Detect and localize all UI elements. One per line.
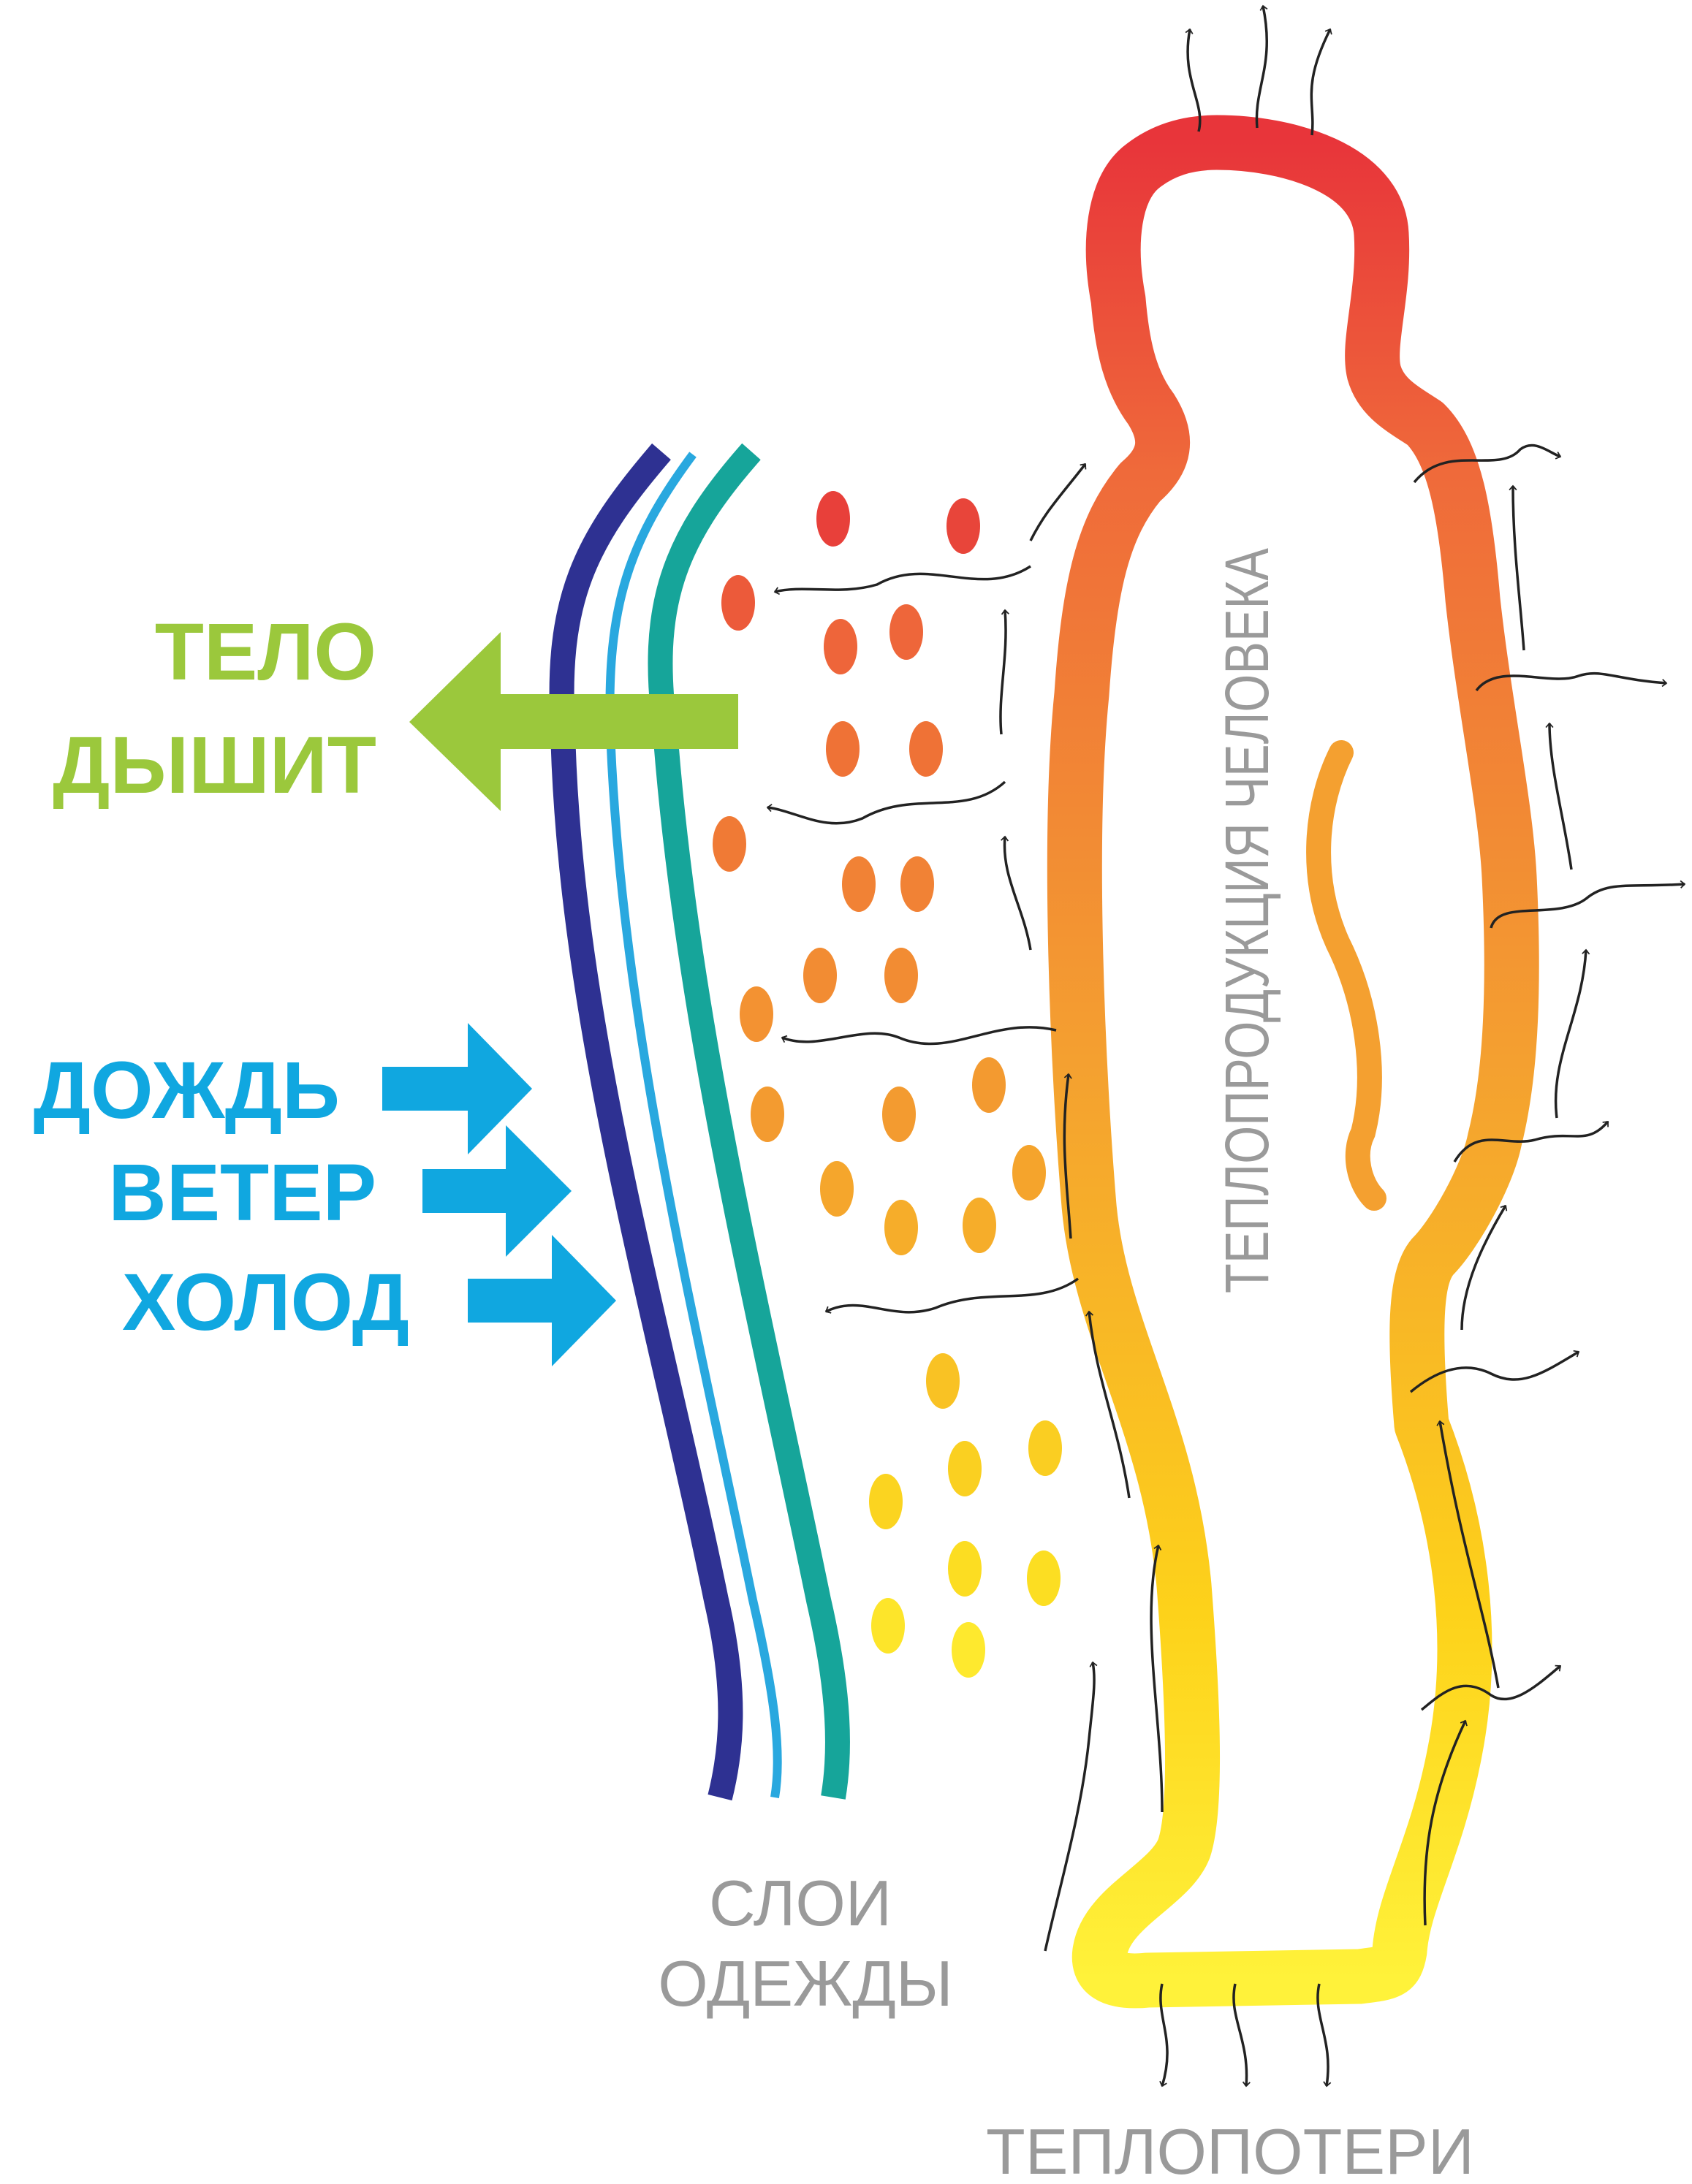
wind-arrow <box>422 1125 572 1257</box>
label-sloi: СЛОИ <box>709 1867 892 1939</box>
arm-gap <box>1306 740 1386 1211</box>
rain-arrow <box>382 1023 532 1154</box>
breathing-label: ТЕЛО ДЫШИТ <box>53 607 376 810</box>
layer-middle-lightblue <box>605 452 782 1798</box>
clothing-layers <box>549 443 850 1801</box>
label-wind: ВЕТЕР <box>108 1148 376 1238</box>
label-heat-loss: ТЕПЛОПОТЕРИ <box>986 2115 1474 2184</box>
label-dyshit: ДЫШИТ <box>53 720 376 810</box>
label-telo: ТЕЛО <box>155 607 376 697</box>
breathing-arrow <box>409 632 738 811</box>
weather-arrows <box>382 1023 616 1366</box>
label-rain: ДОЖДЬ <box>34 1046 340 1135</box>
layer-outer-navy <box>549 443 743 1801</box>
label-odezhdy: ОДЕЖДЫ <box>658 1947 953 2020</box>
layers-label: СЛОИ ОДЕЖДЫ <box>658 1867 953 2020</box>
heat-dots <box>713 491 1062 1678</box>
label-cold: ХОЛОД <box>122 1257 409 1347</box>
cold-arrow <box>468 1235 616 1366</box>
body-outline <box>1047 115 1539 2009</box>
layer-inner-teal <box>648 443 850 1800</box>
weather-labels: ДОЖДЬ ВЕТЕР ХОЛОД <box>34 1046 409 1347</box>
label-heat-production: ТЕПЛОПРОДУКЦИЯ ЧЕЛОВЕКА <box>1213 548 1281 1293</box>
heat-flow-arrows <box>766 4 1686 2088</box>
human-silhouette <box>1047 115 1539 2009</box>
